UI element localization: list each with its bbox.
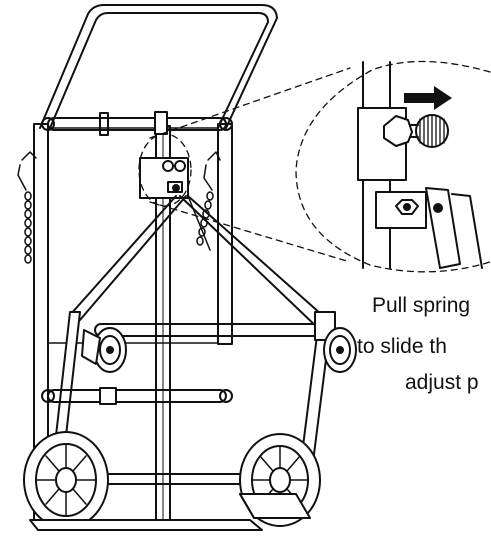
handle-frame [39,4,278,129]
upper-cross-bar [41,111,233,136]
caster-wheel-right [323,327,357,373]
support-struts [69,195,331,331]
back-plate [47,127,219,344]
arrow-right-icon [404,86,452,110]
main-wheel-left [23,431,109,529]
magnified-detail [295,60,491,273]
detail-callout-leader [138,67,351,263]
spring-pin-knob [409,114,449,148]
caption-line-2: to slide th [357,335,447,358]
caster-wheel-left [81,327,127,373]
caption-line-1: Pull spring [372,294,471,317]
lower-cross-bar [41,387,233,405]
caption-line-3: adjust p [405,371,479,394]
retaining-chain-left [17,151,37,264]
adjust-bracket [139,157,189,199]
toe-plate [29,493,311,531]
